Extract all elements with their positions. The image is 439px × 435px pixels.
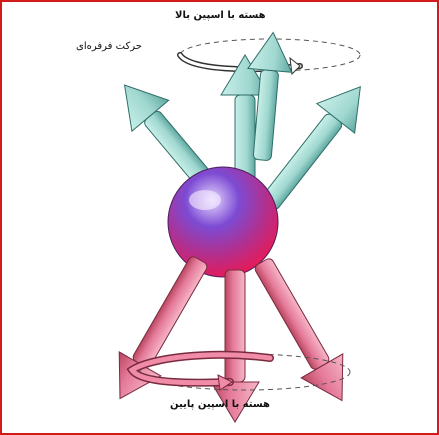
down-arrows — [99, 248, 363, 422]
label-precession: حرکت فرفره‌ای — [76, 42, 142, 52]
down-arrow-right — [241, 250, 363, 413]
label-nucleus-spin-down: هسته با اسپین پایین — [170, 400, 270, 410]
nucleus-sphere — [168, 167, 278, 277]
label-nucleus-spin-up: هسته با اسپین بالا — [175, 11, 266, 21]
